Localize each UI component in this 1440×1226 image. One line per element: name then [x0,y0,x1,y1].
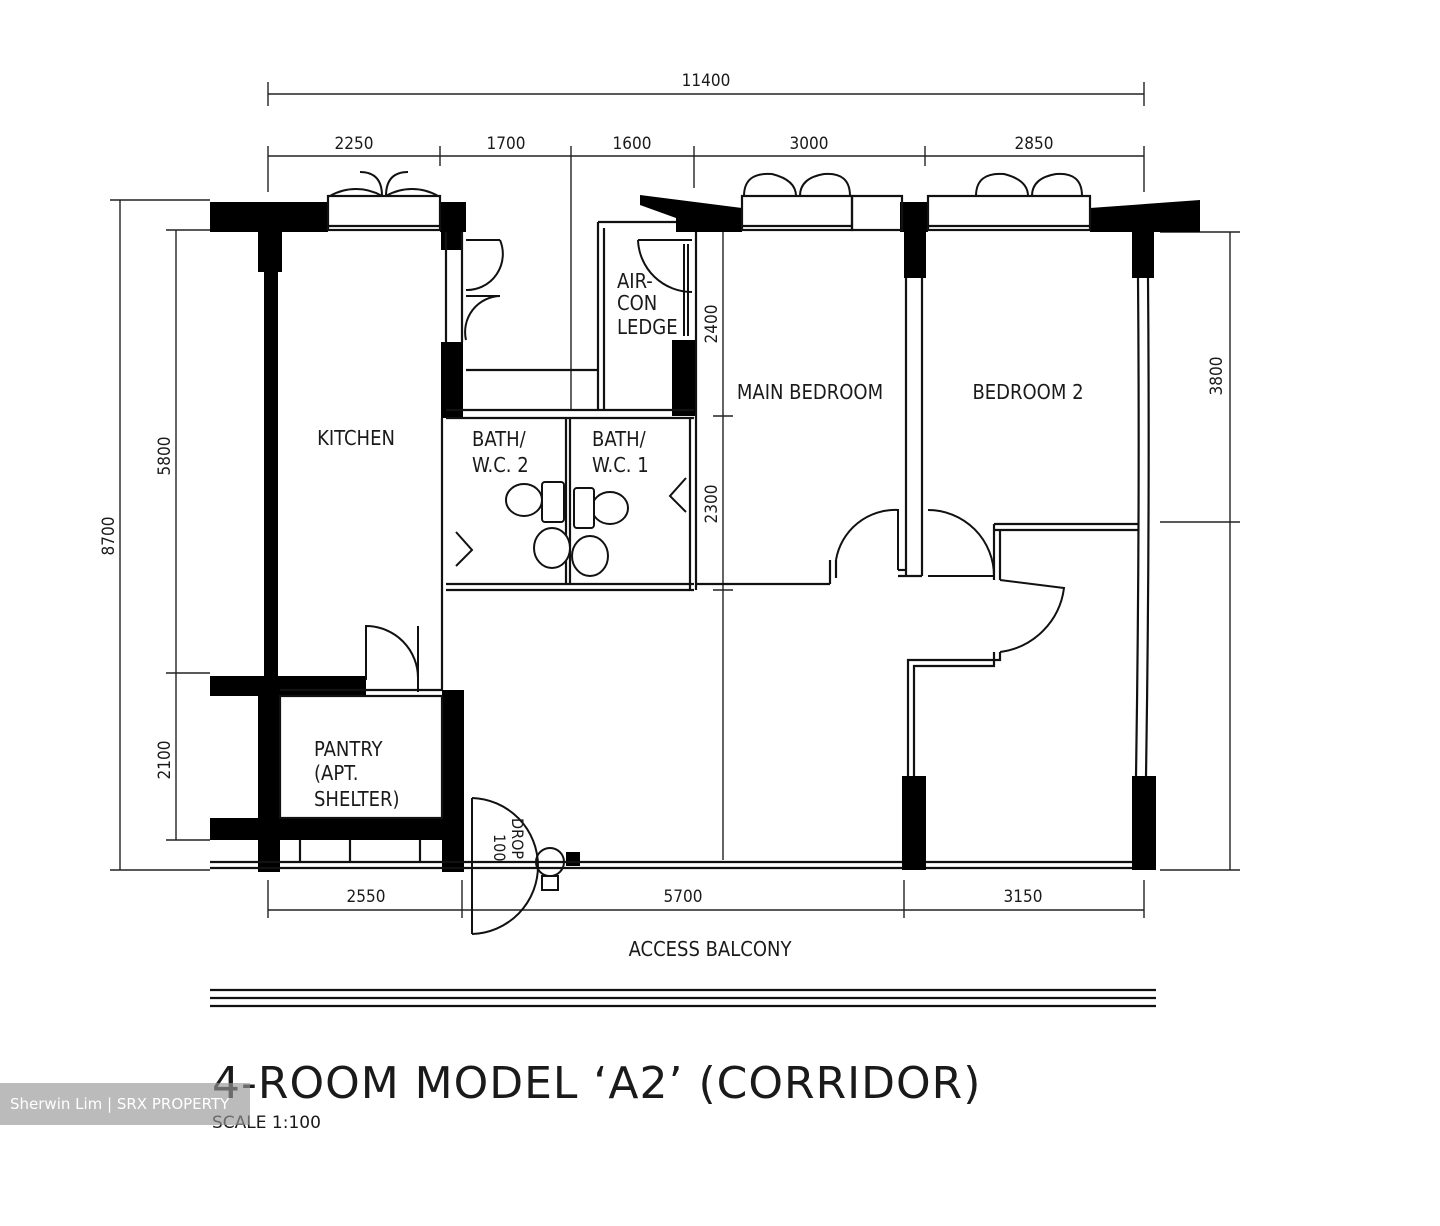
dimension-top-3: 1600 [613,134,652,154]
air-con-label-line2: CON [617,291,657,315]
dimension-top-4: 3000 [790,134,829,154]
dimension-bottom-1: 2550 [347,887,386,907]
toilet-fixtures [505,481,629,577]
kitchen-label: KITCHEN [317,426,395,450]
interior-walls [210,194,1156,1008]
refuse-chute-label-line1: 100 [490,834,509,861]
dimension-mid-lower: 2300 [702,485,722,524]
watermark: Sherwin Lim | SRX PROPERTY [0,1083,250,1125]
dimension-bottom-2: 5700 [664,887,703,907]
dimension-top-2: 1700 [487,134,526,154]
dimension-top-1: 2250 [335,134,374,154]
pantry-label-line1: PANTRY [314,737,384,761]
air-con-label-line3: LEDGE [617,315,678,339]
air-con-label-line1: AIR- [617,269,653,293]
dimension-mid-upper: 2400 [702,305,722,344]
pantry-label-line3: SHELTER) [314,787,399,811]
dimension-top-5: 2850 [1015,134,1054,154]
bedroom2-label: BEDROOM 2 [972,380,1083,404]
structural-walls [210,195,1200,872]
dimension-right-upper: 3800 [1207,357,1227,396]
door-swings [329,171,1083,935]
bath2-label-line2: W.C. 2 [472,453,529,477]
dimension-left-outer: 8700 [99,517,119,556]
bath1-label-line1: BATH/ [592,427,647,451]
dimension-left-upper: 5800 [155,437,175,476]
dimension-bottom-3: 3150 [1004,887,1043,907]
dimension-left-lower: 2100 [155,741,175,780]
access-balcony-label: ACCESS BALCONY [629,937,793,961]
dimension-lines [110,82,1240,918]
main-bedroom-label: MAIN BEDROOM [737,380,883,404]
pantry-label-line2: (APT. [314,761,359,785]
plan-title: 4-ROOM MODEL ‘A2’ (CORRIDOR) [212,1058,981,1109]
dimension-overall-width: 11400 [682,71,731,91]
bath2-label-line1: BATH/ [472,427,527,451]
refuse-chute-label-line2: DROP [508,818,527,859]
room-labels: AIR- CON LEDGE KITCHEN BATH/ W.C. 2 BATH… [314,269,1084,961]
bath1-label-line2: W.C. 1 [592,453,649,477]
